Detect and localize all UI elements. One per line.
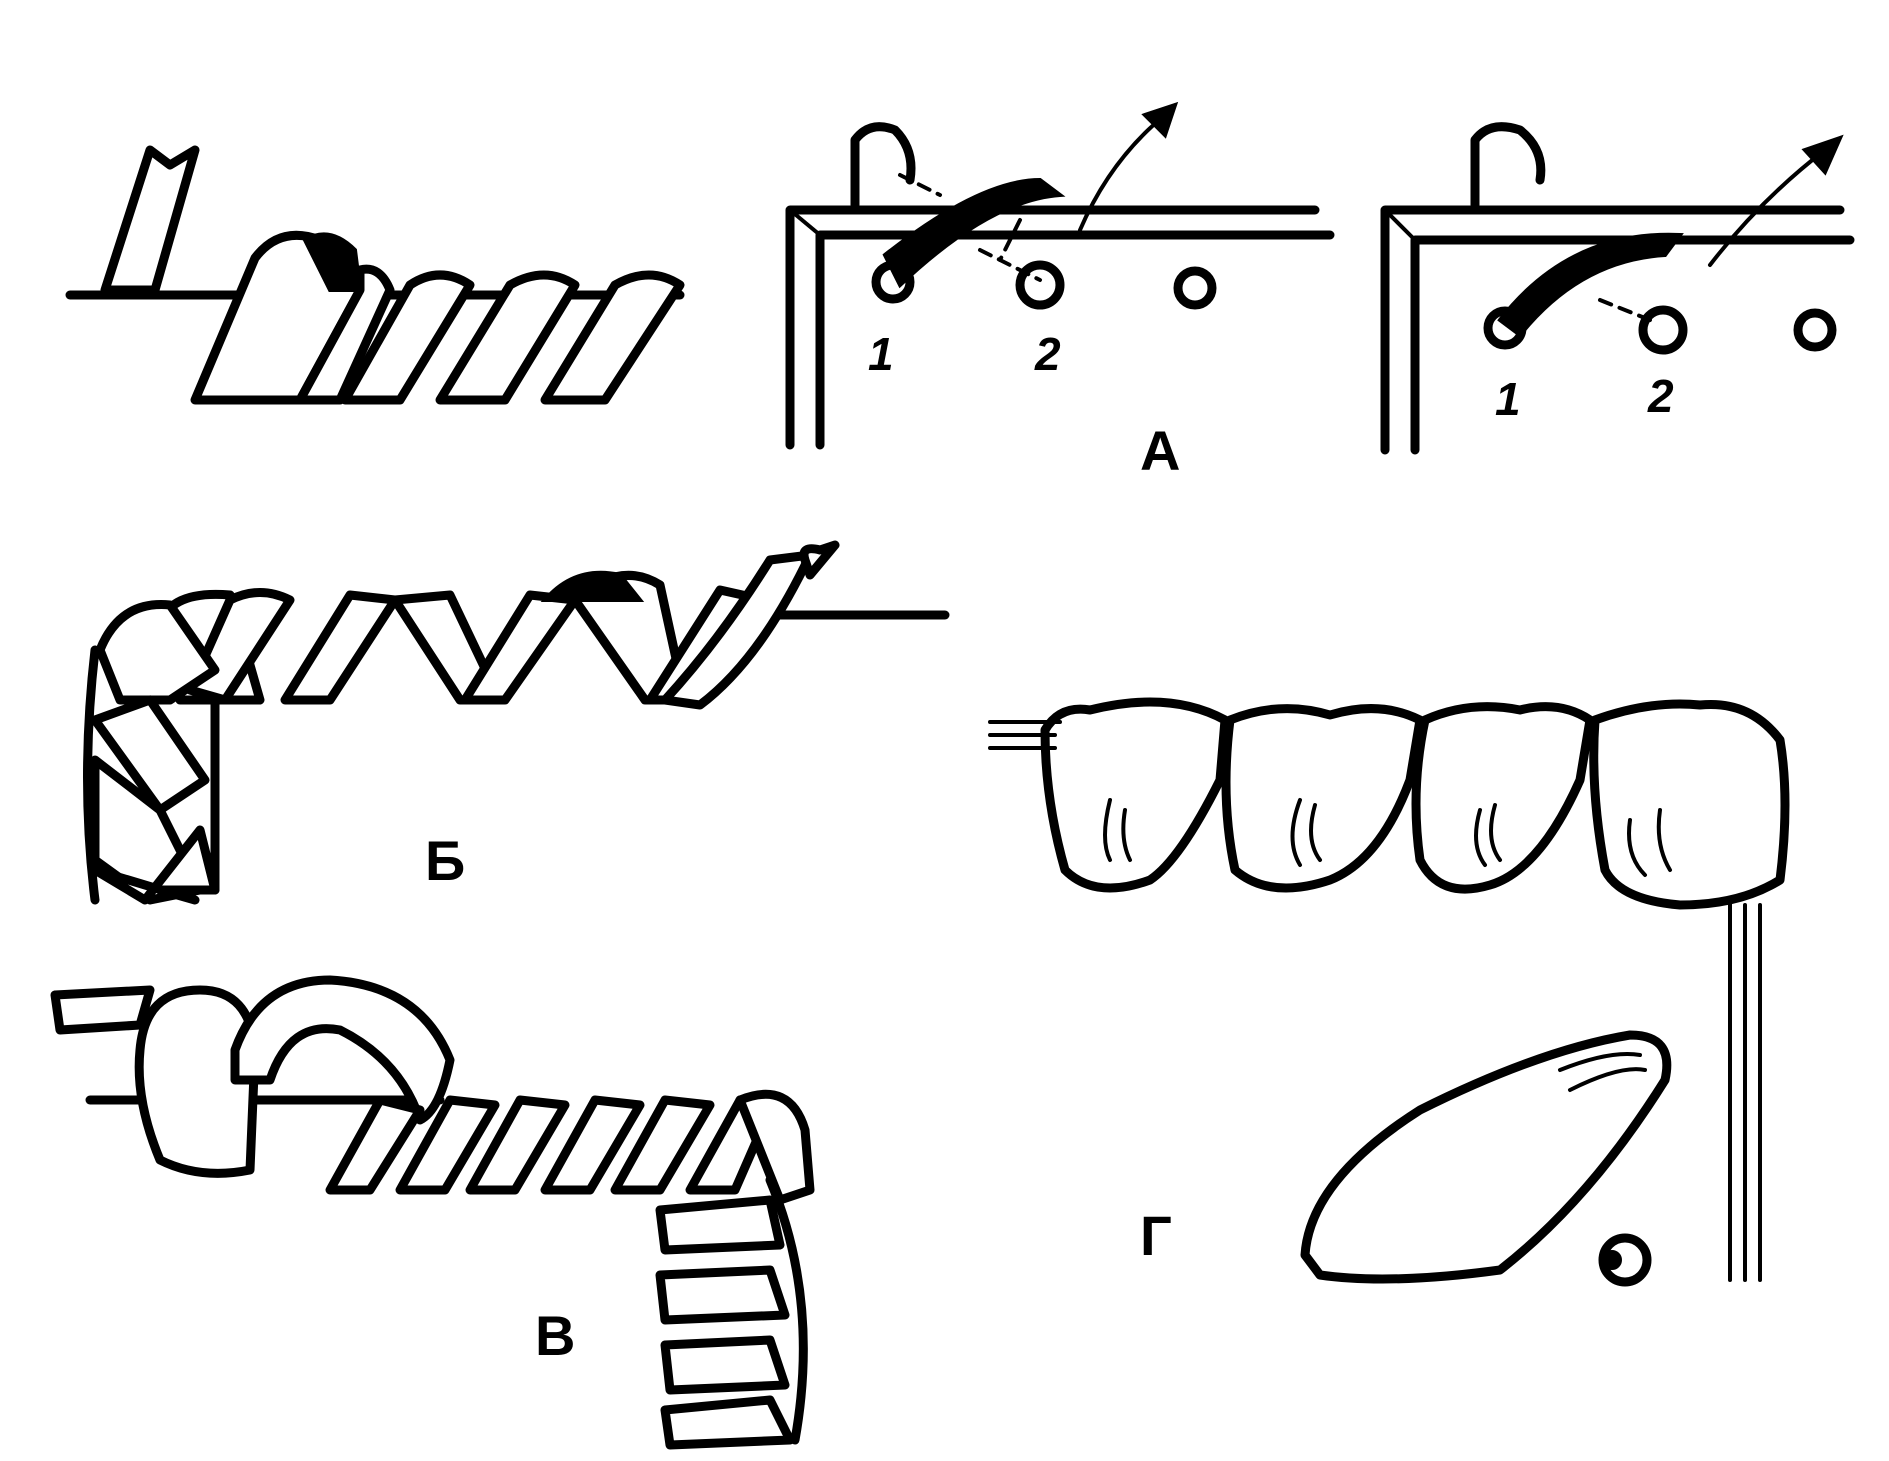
- label-v: В: [535, 1304, 575, 1367]
- spiral-wrap-figure: [65, 145, 685, 405]
- hole-icon: [1793, 308, 1837, 352]
- stitch-band: [882, 177, 1066, 289]
- figure-v: [50, 975, 815, 1450]
- hook: [1470, 122, 1546, 210]
- arrow-icon: [1078, 113, 1167, 232]
- arrow-icon: [1708, 148, 1827, 267]
- label-g: Г: [1140, 1204, 1172, 1267]
- thread-ends: [1728, 898, 1762, 1282]
- hole-number-2: 2: [1034, 328, 1061, 380]
- label-b: Б: [425, 829, 465, 892]
- strip-end: [100, 145, 200, 295]
- strip-end: [660, 550, 815, 710]
- hole-icon: [1015, 260, 1065, 310]
- hole-icon: [1483, 306, 1527, 350]
- figure-b: [83, 540, 950, 905]
- label-a: А: [1140, 419, 1180, 482]
- hole-icon: [871, 260, 915, 304]
- wrap-4: [540, 270, 685, 405]
- hole-icon: [1173, 266, 1217, 310]
- hole-number-2: 2: [1647, 370, 1674, 422]
- hole-icon: [1638, 305, 1688, 355]
- strip-end: [50, 985, 155, 1035]
- scallop-3: [1411, 702, 1595, 894]
- wrap-1b: [295, 264, 395, 405]
- loop-2: [230, 975, 455, 1125]
- figure-a-right: 1 2: [1380, 122, 1855, 455]
- hook: [850, 122, 916, 210]
- scallop-2: [1221, 704, 1425, 893]
- scallop-1: [1040, 697, 1230, 893]
- wrap-3: [435, 270, 580, 405]
- frame-inner: [1410, 235, 1855, 455]
- wrap-2: [340, 270, 475, 405]
- petal: [1300, 1030, 1672, 1284]
- stitch-band: [1497, 232, 1684, 338]
- scallop-4: [1589, 699, 1790, 910]
- figure-a-left: 1 2: [785, 101, 1335, 450]
- hole-number-1: 1: [1495, 373, 1521, 425]
- hole-number-1: 1: [868, 328, 894, 380]
- figure-g: [988, 697, 1790, 1287]
